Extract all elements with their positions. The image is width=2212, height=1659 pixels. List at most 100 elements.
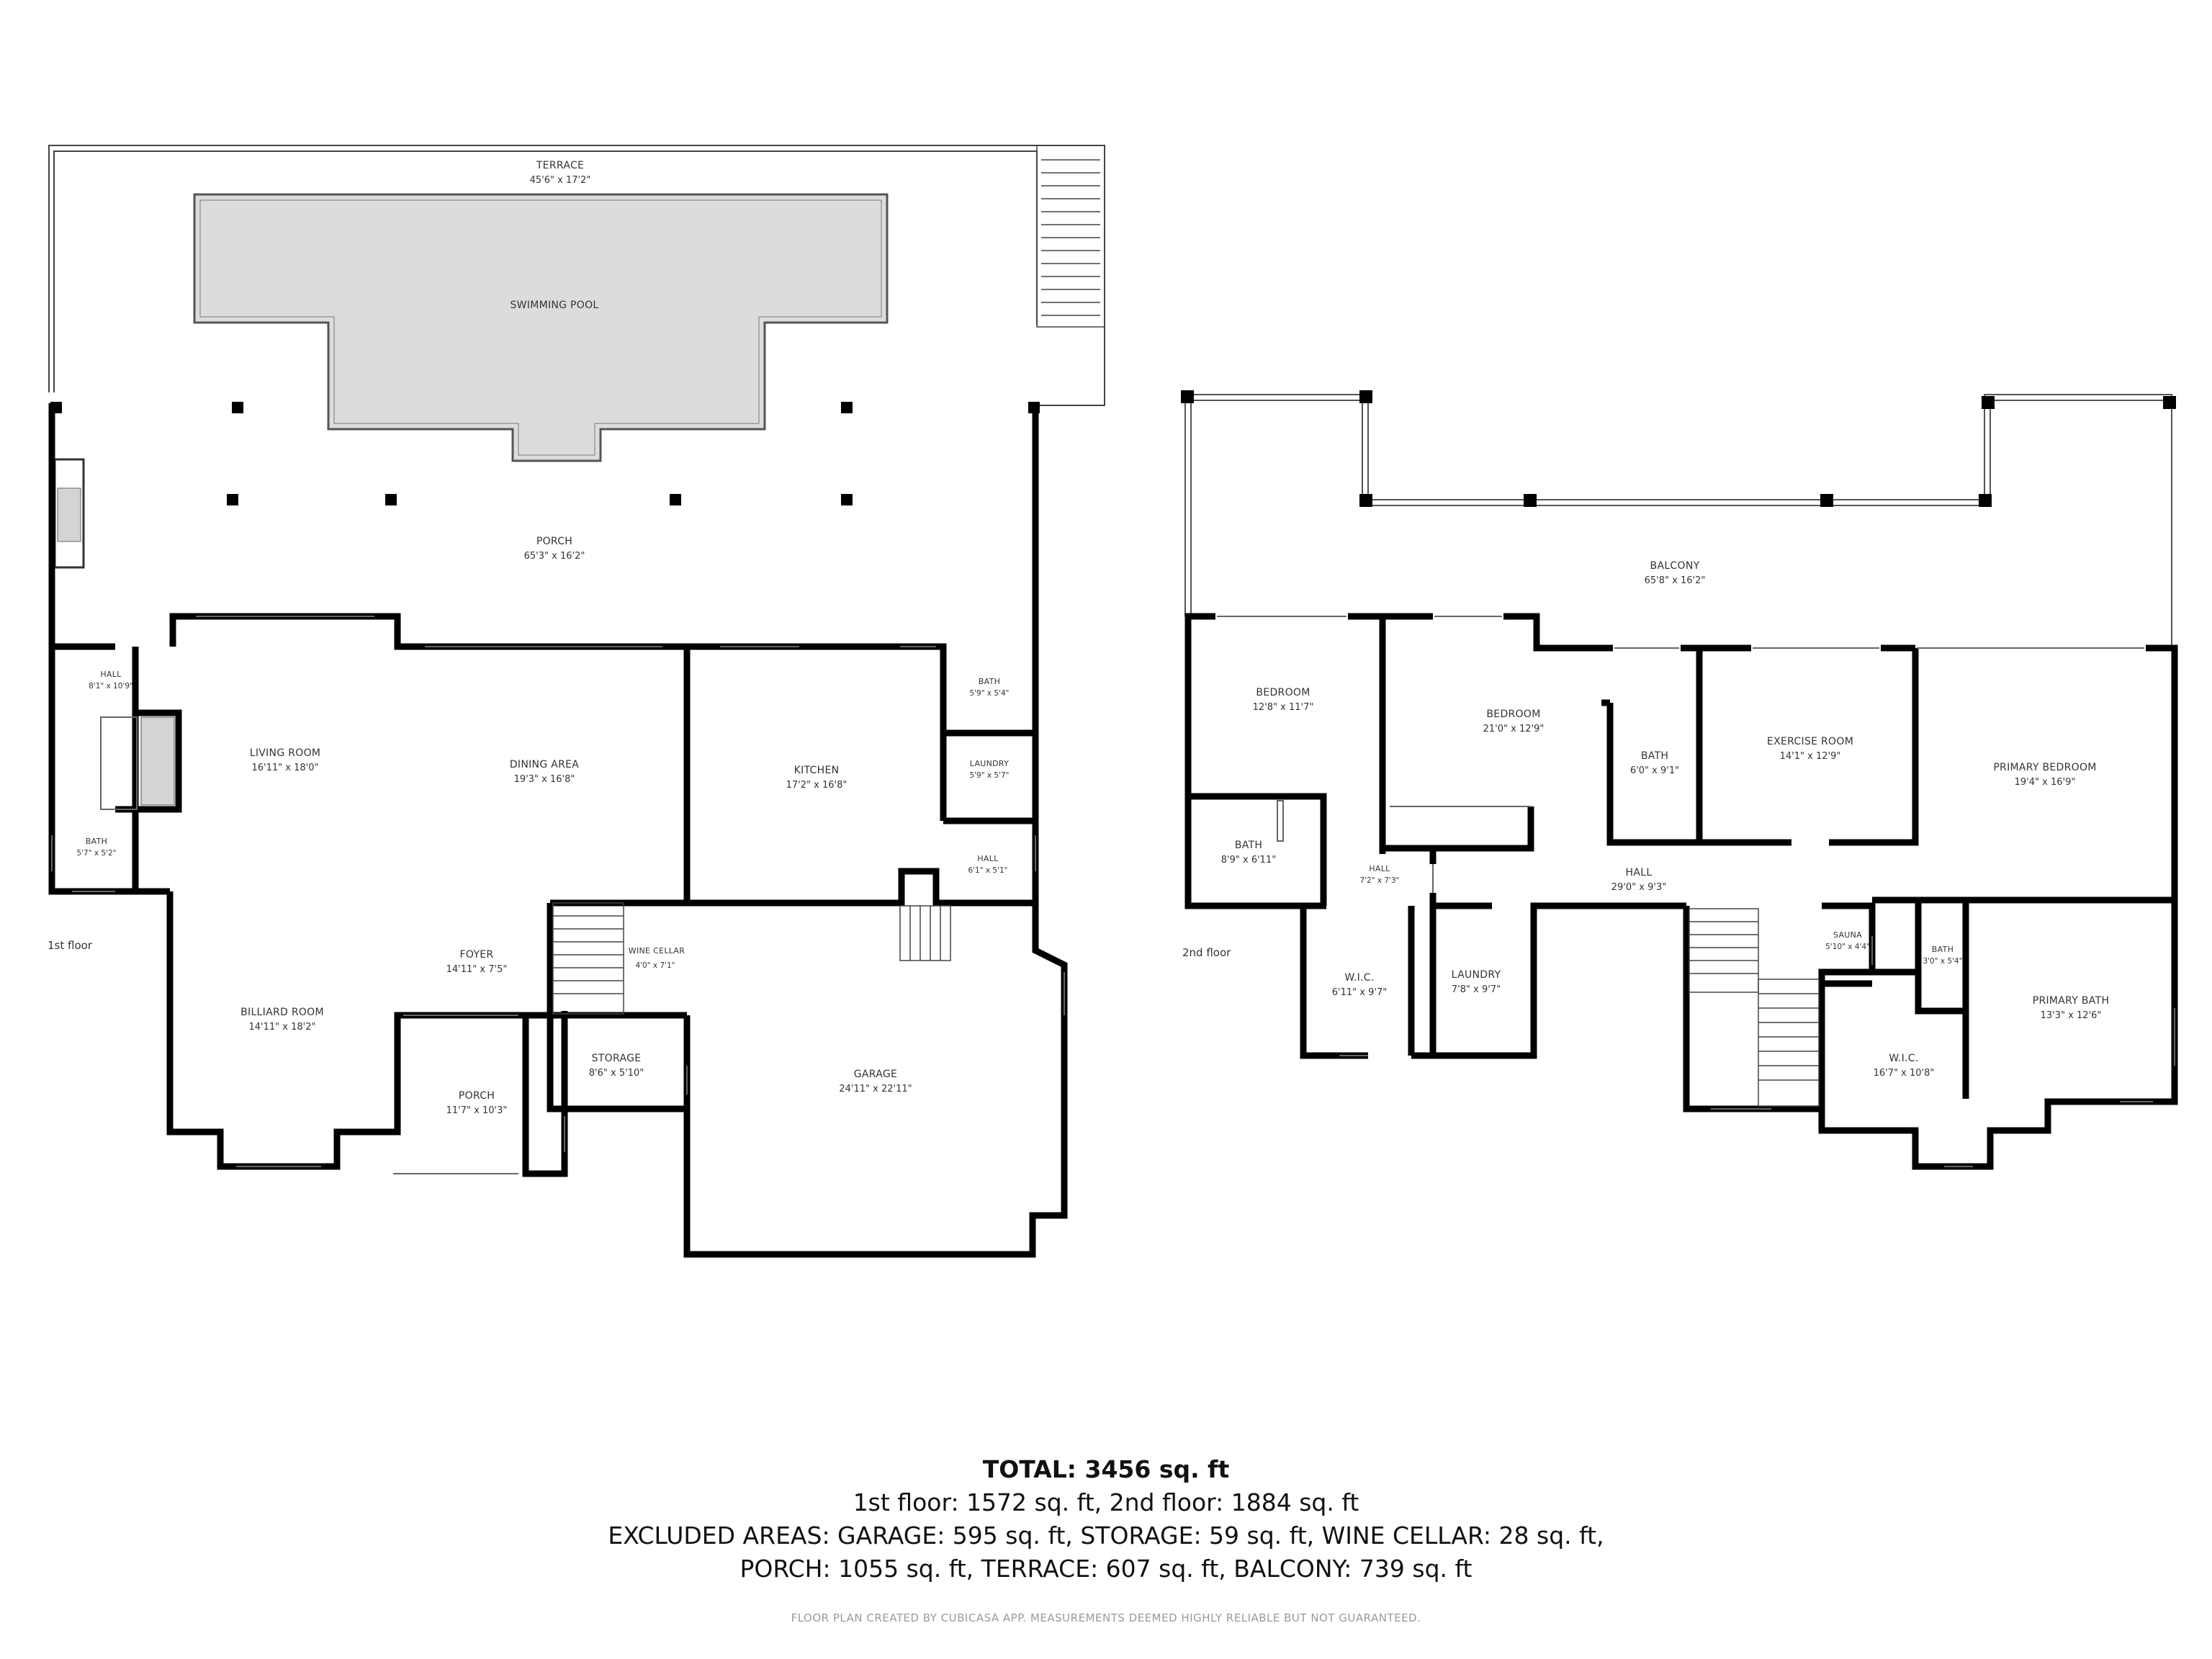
floor-areas: 1st floor: 1572 sq. ft, 2nd floor: 1884 … [853,1488,1359,1516]
room-label-living: LIVING ROOM 16'11" x 18'0" [250,747,321,773]
room-label-bath-left: BATH 5'7" x 5'2" [76,837,116,858]
room-dimensions: 65'3" x 16'2" [524,551,585,562]
excluded-areas-line1: EXCLUDED AREAS: GARAGE: 595 sq. ft, STOR… [608,1521,1604,1550]
room-dimensions: 14'11" x 18'2" [249,1022,316,1033]
room-dimensions: 6'0" x 9'1" [1630,765,1679,776]
room-label-storage: STORAGE 8'6" x 5'10" [589,1053,644,1079]
room-name: BILLIARD ROOM [240,1007,324,1018]
room-dimensions: 14'1" x 12'9" [1780,751,1841,762]
room-dimensions: 8'1" x 10'9" [89,682,133,691]
room-name: TERRACE [536,160,584,171]
second-floor-label: 2nd floor [1182,946,1231,959]
room-dimensions: 16'11" x 18'0" [252,763,319,773]
terrace-stairs [1036,145,1105,328]
room-label-hall-small: HALL 6'1" x 5'1" [968,854,1007,875]
first-floor-room-labels: TERRACE 45'6" x 17'2" SWIMMING POOL PORC… [76,160,1009,1116]
room-label-kitchen: KITCHEN 17'2" x 16'8" [786,765,848,791]
room-label-pool: SWIMMING POOL [510,300,598,311]
room-label-billiard: BILLIARD ROOM 14'11" x 18'2" [240,1007,324,1033]
room-dimensions: 5'7" x 5'2" [76,849,116,858]
room-dimensions: 4'0" x 7'1" [635,961,675,970]
room-label-garage: GARAGE 24'11" x 22'11" [839,1069,912,1094]
first-floor-plan: TERRACE 45'6" x 17'2" SWIMMING POOL PORC… [48,145,1105,1258]
first-floor-stairs [552,902,951,1015]
excluded-areas-line2: PORCH: 1055 sq. ft, TERRACE: 607 sq. ft,… [739,1555,1473,1583]
room-dimensions: 3'0" x 5'4" [1923,957,1962,966]
room-name: LAUNDRY [970,759,1009,768]
room-label-terrace: TERRACE 45'6" x 17'2" [530,160,591,186]
room-label-hall-main: HALL 29'0" x 9'3" [1611,867,1666,893]
room-label-exercise: EXERCISE ROOM 14'1" x 12'9" [1767,736,1853,762]
room-name: BATH [1932,945,1954,954]
room-label-dining: DINING AREA 19'3" x 16'8" [510,759,579,785]
room-dimensions: 7'8" x 9'7" [1452,984,1501,995]
area-summary: TOTAL: 3456 sq. ft 1st floor: 1572 sq. f… [0,1453,2212,1586]
room-name: STORAGE [592,1053,642,1064]
total-area: TOTAL: 3456 sq. ft [0,1453,2212,1486]
room-label-balcony: BALCONY 65'8" x 16'2" [1645,560,1706,586]
room-name: FOYER [460,949,494,961]
room-label-primary-bed: PRIMARY BEDROOM 19'4" x 16'9" [1993,762,2096,788]
pool-inner-edge [199,199,882,456]
disclaimer-text: FLOOR PLAN CREATED BY CUBICASA APP. MEAS… [791,1611,1421,1624]
outdoor-fireplace [53,458,85,569]
room-name: PORCH [459,1090,495,1102]
room-dimensions: 21'0" x 12'9" [1483,724,1545,734]
room-dimensions: 7'2" x 7'3" [1359,876,1399,885]
room-label-foyer: FOYER 14'11" x 7'5" [446,949,508,975]
second-floor-stairs [1689,908,1820,1107]
room-label-bedroom2: BEDROOM 21'0" x 12'9" [1483,709,1545,734]
room-label-sauna: SAUNA 5'10" x 4'4" [1825,930,1870,951]
room-dimensions: 13'3" x 12'6" [2041,1010,2102,1021]
room-name: PRIMARY BATH [2033,995,2110,1007]
room-dimensions: 19'4" x 16'9" [2015,777,2076,788]
room-label-primary-bath: PRIMARY BATH 13'3" x 12'6" [2033,995,2110,1021]
room-label-porch-rear: PORCH 65'3" x 16'2" [524,536,585,562]
room-dimensions: 6'11" x 9'7" [1332,987,1387,998]
room-dimensions: 8'6" x 5'10" [589,1068,644,1079]
room-label-wic1: W.I.C. 6'11" x 9'7" [1332,972,1387,998]
room-label-hall: HALL 8'1" x 10'9" [89,670,133,691]
room-dimensions: 24'11" x 22'11" [839,1084,912,1094]
room-name: HALL [100,670,122,679]
total-label: TOTAL: [982,1455,1076,1483]
first-floor-label: 1st floor [48,939,93,952]
living-fireplace [140,716,175,806]
room-dimensions: 29'0" x 9'3" [1611,882,1666,893]
room-name: BATH [979,677,1000,686]
room-name: KITCHEN [794,765,840,776]
room-name: BEDROOM [1486,709,1540,720]
room-dimensions: 5'9" x 5'4" [969,689,1009,698]
room-label-hall-small2: HALL 7'2" x 7'3" [1359,864,1399,885]
room-name: WINE CELLAR [629,946,685,956]
room-dimensions: 5'10" x 4'4" [1825,943,1870,951]
room-label-bath-mid: BATH 6'0" x 9'1" [1630,750,1679,776]
swimming-pool [193,193,889,462]
room-dimensions: 12'8" x 11'7" [1253,702,1314,713]
room-dimensions: 16'7" x 10'8" [1874,1068,1935,1079]
room-dimensions: 45'6" x 17'2" [530,175,591,186]
room-label-bath-tiny: BATH 3'0" x 5'4" [1923,945,1962,966]
room-dimensions: 11'7" x 10'3" [446,1105,508,1116]
second-floor-thin-details [1217,616,2175,1167]
room-name: EXERCISE ROOM [1767,736,1853,747]
room-name: LAUNDRY [1452,969,1501,981]
room-name: LIVING ROOM [250,747,321,759]
balcony-railing [1184,394,2172,647]
first-floor-walls [48,403,1068,1258]
second-floor-walls [1184,613,2178,1170]
room-dimensions: 19'3" x 16'8" [514,774,575,785]
room-label-bath-upper: BATH 5'9" x 5'4" [969,677,1009,698]
room-dimensions: 6'1" x 5'1" [968,866,1007,875]
room-label-wine: WINE CELLAR 4'0" x 7'1" [629,946,685,970]
room-name: BATH [86,837,107,846]
room-name: W.I.C. [1889,1053,1918,1064]
room-name: BATH [1235,840,1262,851]
second-floor-plan: BALCONY 65'8" x 16'2" BEDROOM 12'8" x 11… [1181,390,2178,1170]
second-floor-room-labels: BALCONY 65'8" x 16'2" BEDROOM 12'8" x 11… [1221,560,2110,1079]
room-dimensions: 17'2" x 16'8" [786,780,848,791]
total-value: 3456 sq. ft [1084,1455,1230,1483]
room-dimensions: 8'9" x 6'11" [1221,855,1276,866]
room-name: BALCONY [1650,560,1700,572]
